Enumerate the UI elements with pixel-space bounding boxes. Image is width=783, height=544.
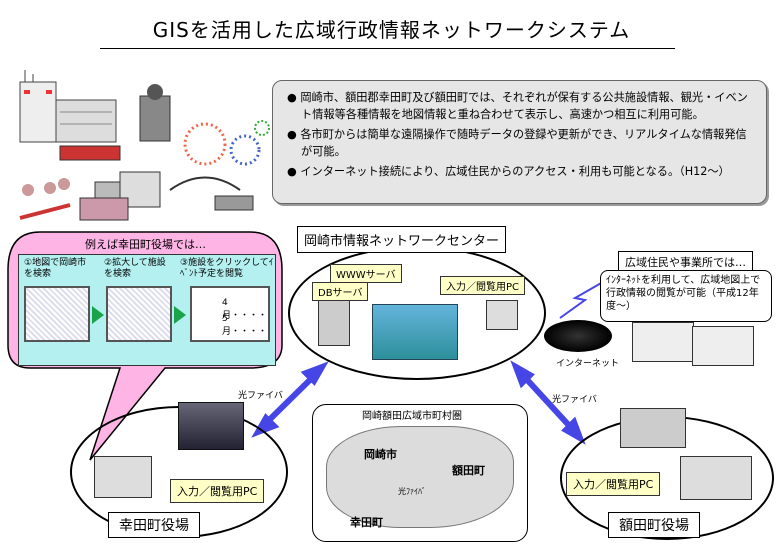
area-map xyxy=(326,426,514,528)
zoomed-map-screen xyxy=(108,288,170,340)
residents-note: ｲﾝﾀｰﾈｯﾄを利用して、広域地図上で行政情報の閲覧が可能（平成12年度～） xyxy=(600,270,772,322)
overview-bullet-3: ● インターネット接続により、広域住民からのアクセス・利用も可能となる。（H12… xyxy=(287,165,730,178)
fiber-right-label: 光ファイバ xyxy=(552,395,597,405)
area-fiber-label: 光ﾌｧｲﾊﾞ xyxy=(398,487,426,496)
example-heading: 例えば幸田町役場では… xyxy=(85,238,206,251)
area-title: 岡崎額田広域市町村圏 xyxy=(362,411,462,422)
overview-bullet-2-text: 各市町からは簡単な遠隔操作で随時データの登録や更新ができ、リアルタイムな情報発信… xyxy=(300,128,747,158)
fiber-left-label: 光ファイバ xyxy=(238,391,283,401)
home-icon xyxy=(632,322,694,362)
town-buildings-illustration xyxy=(79,171,254,221)
step-3-monitor: 4月・・・・ 5月・・・・ xyxy=(190,286,270,342)
overview-box: ● 岡崎市、額田郡幸田町及び額田町では、それぞれが保有する公共施設情報、観光・イ… xyxy=(272,80,767,204)
area-okazaki-label: 岡崎市 xyxy=(364,448,397,461)
db-server-label: DBサーバ xyxy=(312,282,369,301)
kota-office-building-icon xyxy=(178,402,244,450)
center-building-icon xyxy=(372,304,458,360)
office-icon xyxy=(692,326,754,366)
fireworks-illustration xyxy=(183,120,270,166)
step-2-label: ②拡大して施設を検索 xyxy=(104,258,166,279)
step-arrow-1 xyxy=(92,306,104,324)
internet-label: インターネット xyxy=(556,359,620,369)
internet-globe-icon xyxy=(544,320,612,352)
kota-office-label: 幸田町役場 xyxy=(108,512,200,538)
center-pc-icon xyxy=(486,300,518,330)
runners-illustration xyxy=(19,178,71,220)
step-1-monitor xyxy=(24,286,90,342)
kota-pc-operator-icon xyxy=(94,456,152,498)
step-3-label: ③施設をクリックしてｲﾍﾞﾝﾄ予定を閲覧 xyxy=(180,258,274,279)
nukata-office-label: 額田町役場 xyxy=(608,512,700,538)
kota-pc-label: 入力／閲覧用PC xyxy=(170,479,265,503)
step-3-line-1: 4月・・・・ xyxy=(222,298,268,321)
overview-bullet-2: ● 各市町からは簡単な遠隔操作で随時データの登録や更新ができ、リアルタイムな情報… xyxy=(287,128,747,158)
city-hall-illustration xyxy=(19,70,121,161)
festival-figure-illustration xyxy=(139,84,171,142)
map-screen xyxy=(26,288,88,340)
center-title: 岡崎市情報ネットワークセンター xyxy=(297,226,507,253)
center-pc-label: 入力／閲覧用PC xyxy=(440,276,526,295)
nukata-pc-operator-icon xyxy=(680,456,752,500)
nukata-office-building-icon xyxy=(620,408,686,448)
area-kota-label: 幸田町 xyxy=(350,516,383,529)
nukata-pc-label: 入力／閲覧用PC xyxy=(566,472,661,496)
www-server-label: WWWサーバ xyxy=(330,264,402,283)
step-3-line-2: 5月・・・・ xyxy=(222,314,268,337)
step-arrow-2 xyxy=(174,306,186,324)
overview-bullet-3-text: インターネット接続により、広域住民からのアクセス・利用も可能となる。（H12～） xyxy=(300,165,730,178)
overview-bullet-1-text: 岡崎市、額田郡幸田町及び額田町では、それぞれが保有する公共施設情報、観光・イベン… xyxy=(300,91,748,121)
overview-bullet-1: ● 岡崎市、額田郡幸田町及び額田町では、それぞれが保有する公共施設情報、観光・イ… xyxy=(287,91,748,121)
server-icon xyxy=(318,300,350,346)
step-2-monitor xyxy=(106,286,172,342)
title-underline xyxy=(100,48,675,49)
step-1-label: ①地図で岡崎市を検索 xyxy=(24,258,87,279)
page-title: GISを活用した広域行政情報ネットワークシステム xyxy=(152,18,631,42)
area-nukata-label: 額田町 xyxy=(452,464,485,477)
